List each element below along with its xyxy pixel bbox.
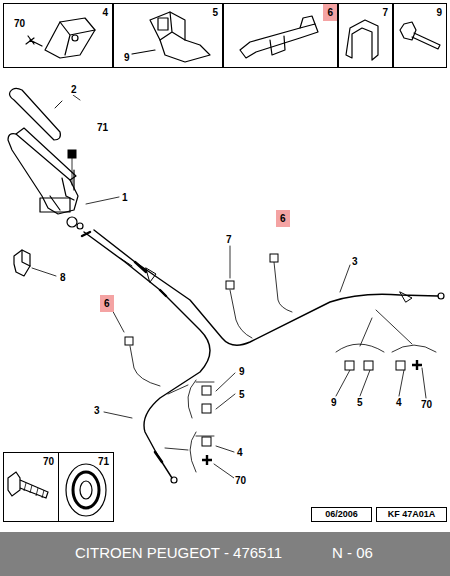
footer-band: CITROEN PEUGEOT - 476511 N - 06 bbox=[0, 532, 450, 576]
callout-number: 70 bbox=[14, 18, 25, 29]
callout-number: 8 bbox=[59, 272, 67, 283]
callout-number: 6 bbox=[276, 210, 290, 227]
callout-number: 9 bbox=[436, 7, 442, 18]
footer-text: CITROEN PEUGEOT - 476511 bbox=[75, 545, 282, 562]
callout-number: 71 bbox=[96, 122, 109, 133]
callout-number: 7 bbox=[225, 234, 233, 245]
callout-number: 70 bbox=[43, 456, 54, 467]
date-box: 06/2006 bbox=[311, 507, 372, 522]
callout-number: 4 bbox=[236, 447, 244, 458]
callout-number: 06/2006 bbox=[325, 510, 358, 520]
callout-number: 9 bbox=[330, 397, 338, 408]
callout-number: 3 bbox=[93, 405, 101, 416]
callout-number: 3 bbox=[351, 256, 359, 267]
callout-number: 4 bbox=[102, 7, 108, 18]
callout-number: 5 bbox=[238, 389, 246, 400]
callout-number: 9 bbox=[238, 366, 246, 377]
part-panel: 9 bbox=[393, 3, 447, 68]
part-panel: 59 bbox=[113, 3, 223, 68]
inset-panel: 71 bbox=[58, 452, 114, 522]
part-panel: 4 70 bbox=[3, 3, 113, 68]
part-panel: 6 bbox=[223, 3, 338, 68]
callout-number: KF 47A01A bbox=[388, 510, 436, 520]
callout-number: 5 bbox=[212, 7, 218, 18]
footer-text: N - 06 bbox=[332, 545, 373, 562]
callout-number: 9 bbox=[124, 52, 130, 63]
callout-number: 7 bbox=[382, 7, 388, 18]
callout-number: 71 bbox=[98, 456, 109, 467]
callout-number: 4 bbox=[395, 397, 403, 408]
callout-number: 1 bbox=[121, 192, 129, 203]
part-panel: 7 bbox=[338, 3, 393, 68]
callout-number: 2 bbox=[70, 84, 78, 95]
inset-panel: 70 bbox=[3, 452, 59, 522]
callout-number: 6 bbox=[323, 4, 337, 21]
callout-number: 70 bbox=[420, 399, 433, 410]
callout-number: 6 bbox=[100, 295, 114, 312]
reference-box: KF 47A01A bbox=[376, 507, 447, 522]
callout-number: 70 bbox=[234, 475, 247, 486]
callout-number: 5 bbox=[356, 397, 364, 408]
